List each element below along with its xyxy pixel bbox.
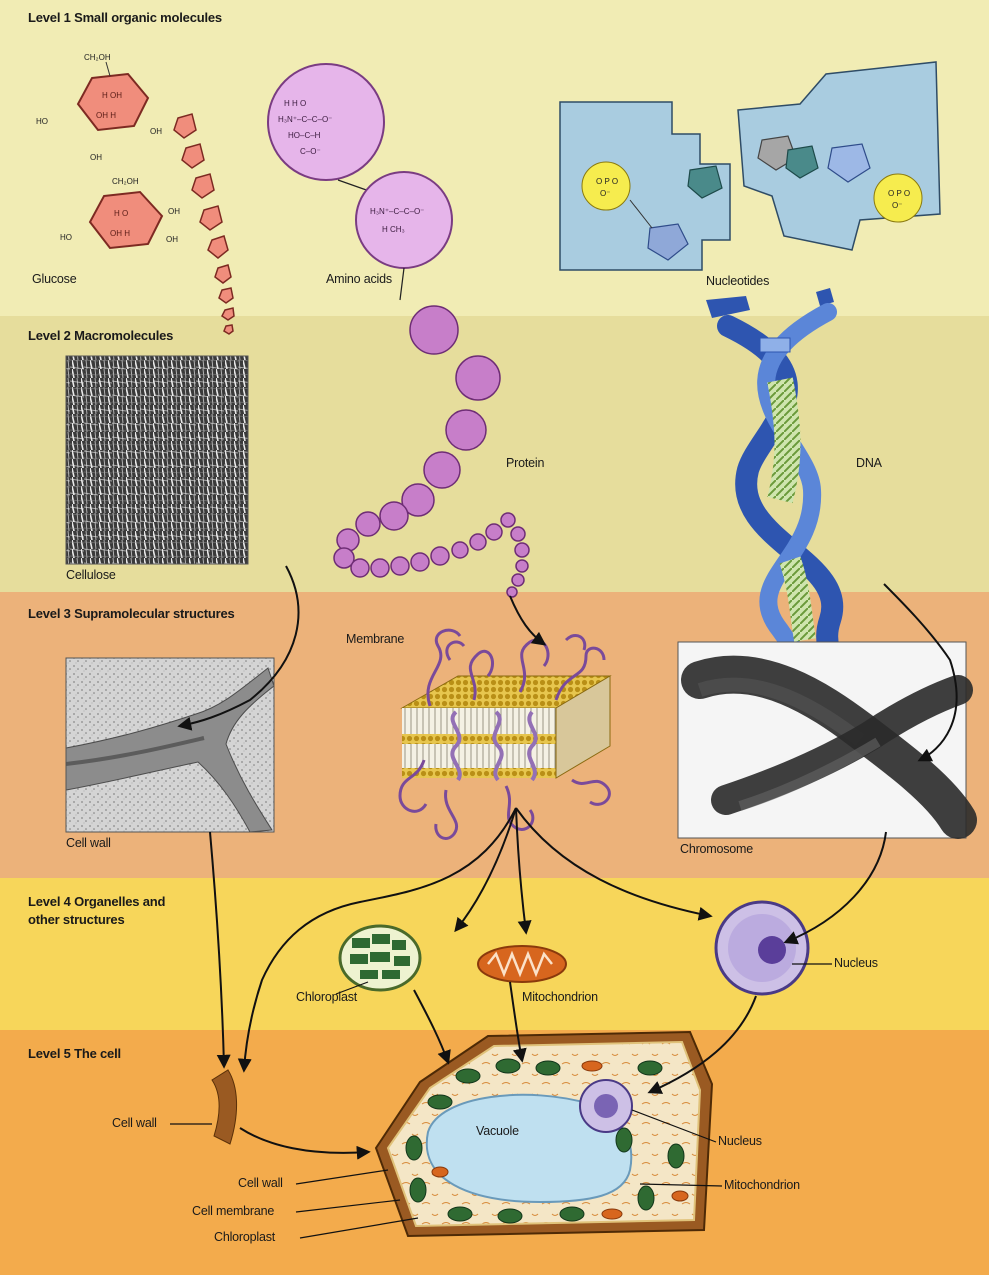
svg-text:O P O: O P O [888,189,910,198]
chromosome-micrograph [678,642,966,838]
protein-chain [334,268,529,597]
chloroplast-level4-label: Chloroplast [296,990,357,1004]
glucose-molecule-top: H OH OH H CH₂OH HO OH OH [36,53,162,162]
amino-acids-label: Amino acids [326,272,392,286]
nucleus-organelle [716,902,808,994]
svg-text:OH: OH [168,207,180,216]
chloroplast-organelle [340,926,420,990]
svg-text:H CH₃: H CH₃ [382,225,405,234]
svg-text:HO: HO [60,233,72,242]
plant-cell [376,1032,712,1236]
svg-text:H₃N⁺–C–C–O⁻: H₃N⁺–C–C–O⁻ [278,115,332,124]
svg-text:H₃N⁺–C–C–O⁻: H₃N⁺–C–C–O⁻ [370,207,424,216]
svg-text:H O: H O [114,209,128,218]
glucose-molecule-bottom: H O OH H CH₂OH HO OH OH [60,177,180,248]
cell-wall-level3-label: Cell wall [66,836,111,850]
cell-wall-cell-label: Cell wall [238,1176,283,1190]
mitochondrion-cell-label: Mitochondrion [724,1178,800,1192]
nucleotide-left: O P O O⁻ [560,102,730,270]
svg-text:O⁻: O⁻ [600,189,610,198]
svg-text:OH: OH [166,235,178,244]
nucleotides-label: Nucleotides [706,274,769,288]
amino-acid-2: H₃N⁺–C–C–O⁻ H CH₃ [356,172,452,268]
svg-text:OH H: OH H [110,229,130,238]
svg-text:HO: HO [36,117,48,126]
level4-heading-line2: other structures [28,912,125,928]
chromosome-label: Chromosome [680,842,753,856]
nucleotide-right: O P O O⁻ [738,62,940,250]
svg-text:OH: OH [150,127,162,136]
cellulose-label: Cellulose [66,568,116,582]
cell-membrane-label: Cell membrane [192,1204,274,1218]
svg-text:H OH: H OH [102,91,122,100]
svg-text:O⁻: O⁻ [892,201,902,210]
nucleus-level4-label: Nucleus [834,956,878,970]
mitochondrion-organelle [478,946,566,982]
cellulose-micrograph [66,356,248,564]
glucose-label: Glucose [32,272,76,286]
svg-text:H H O: H H O [284,99,306,108]
svg-text:C–O⁻: C–O⁻ [300,147,321,156]
svg-text:HO–C–H: HO–C–H [288,131,321,140]
membrane-label: Membrane [346,632,404,646]
membrane-bilayer [400,630,610,838]
svg-text:CH₂OH: CH₂OH [84,53,111,62]
dna-label: DNA [856,456,882,470]
mitochondrion-level4-label: Mitochondrion [522,990,598,1004]
level1-heading: Level 1 Small organic molecules [28,10,222,26]
vacuole-label: Vacuole [476,1124,519,1138]
level5-heading: Level 5 The cell [28,1046,121,1062]
amino-acid-1: H H O H₃N⁺–C–C–O⁻ HO–C–H C–O⁻ [268,64,384,180]
cell-wall-fragment-label: Cell wall [112,1116,157,1130]
svg-text:OH H: OH H [96,111,116,120]
protein-label: Protein [506,456,544,470]
level3-heading: Level 3 Supramolecular structures [28,606,235,622]
cell-wall-micrograph [66,658,274,832]
chloroplast-cell-label: Chloroplast [214,1230,275,1244]
nucleus-cell-label: Nucleus [718,1134,762,1148]
svg-text:O P O: O P O [596,177,618,186]
svg-text:OH: OH [90,153,102,162]
glucose-chain [174,114,234,334]
cell-wall-fragment [212,1070,237,1144]
level4-heading-line1: Level 4 Organelles and [28,894,165,910]
level2-heading: Level 2 Macromolecules [28,328,173,344]
svg-text:CH₂OH: CH₂OH [112,177,139,186]
